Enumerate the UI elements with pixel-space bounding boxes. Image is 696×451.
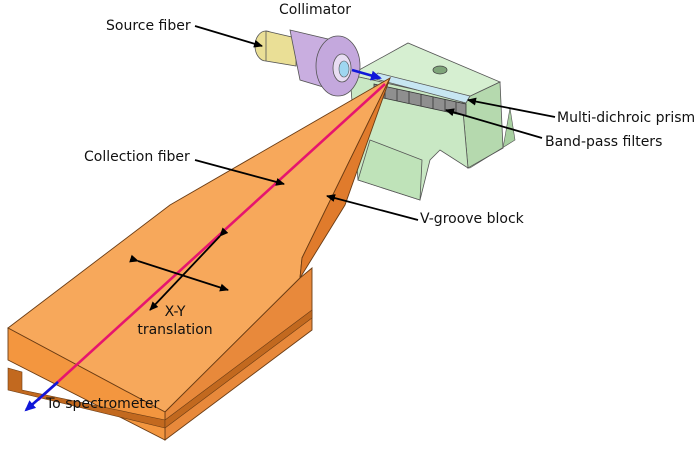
label-xy-translation-line1: X-Y [164, 304, 186, 320]
label-collection-fiber: Collection fiber [84, 149, 190, 165]
source-fiber-arrow [194, 25, 263, 48]
prism-arrow [467, 97, 556, 118]
fiber-connector [265, 30, 297, 67]
filters-arrow [445, 108, 543, 139]
label-to-spectrometer: To spectrometer [46, 396, 160, 412]
collection-fiber-arrow [194, 159, 285, 186]
label-xy-translation-line2: translation [137, 322, 213, 338]
label-multi-dichroic-prism: Multi-dichroic prism [557, 110, 696, 126]
xy-translation-arrows [129, 227, 229, 311]
source-light-arrow [351, 68, 382, 81]
label-band-pass-filters: Band-pass filters [545, 134, 663, 150]
label-source-fiber: Source fiber [106, 18, 191, 34]
mounting-hole [432, 65, 448, 75]
label-collimator: Collimator [279, 2, 352, 18]
label-v-groove-block: V-groove block [420, 211, 524, 227]
output-light-arrow [24, 381, 59, 412]
v-groove-arrow [326, 194, 419, 221]
collimator [254, 29, 361, 97]
